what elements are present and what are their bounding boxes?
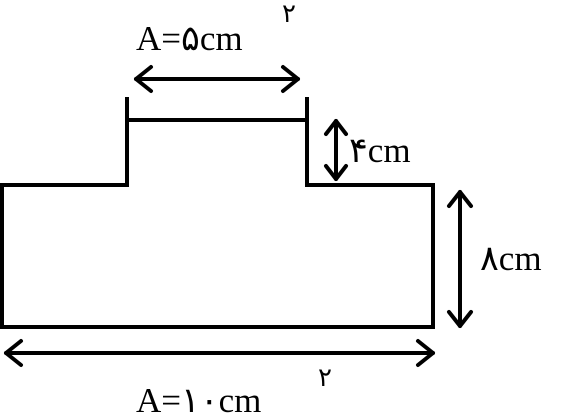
small-height-arrow [324, 119, 348, 181]
large-height-arrow [447, 190, 473, 328]
bottom-width-arrow [4, 339, 435, 367]
large-height-label: ۸cm [480, 239, 542, 278]
bottom-area-label: A=۱۰cm [136, 381, 261, 420]
top-area-label: A=۵cm [136, 19, 243, 58]
shape-outline [0, 97, 435, 329]
small-height-label: ۴cm [349, 131, 411, 170]
bottom-area-exponent: ۲ [318, 363, 332, 392]
top-area-exponent: ۲ [282, 0, 296, 28]
top-width-arrow [134, 65, 300, 93]
